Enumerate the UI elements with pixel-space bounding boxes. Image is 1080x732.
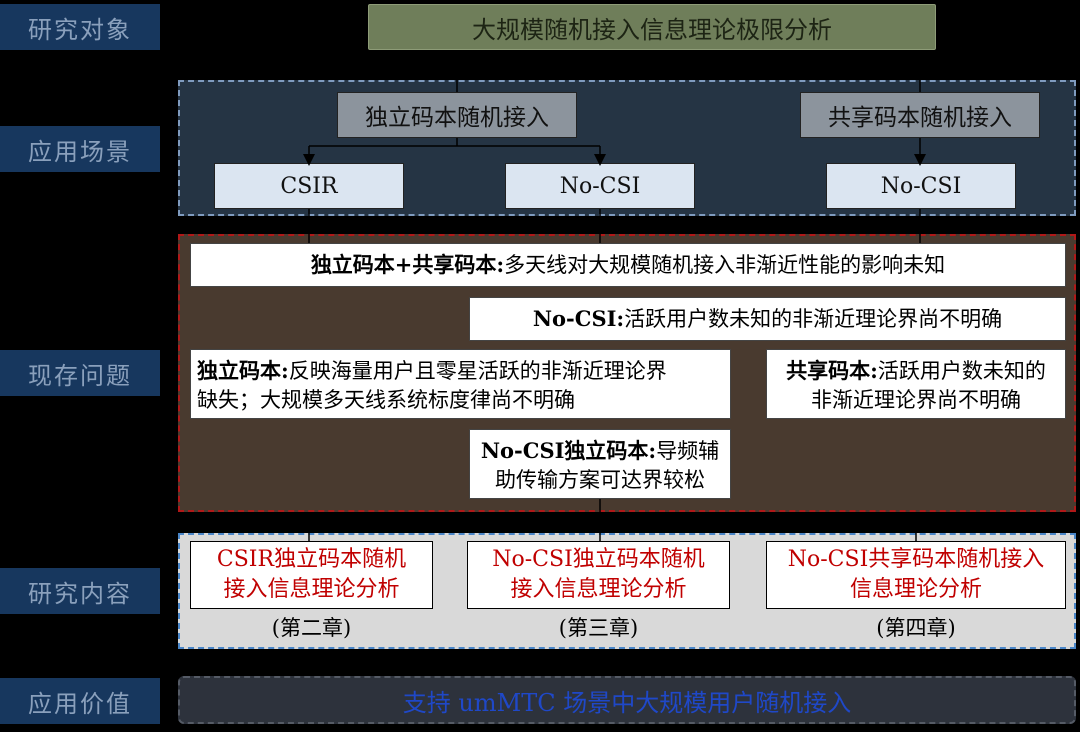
chapter-4-label: (第四章) — [876, 616, 956, 640]
content-1-line2: 接入信息理论分析 — [223, 577, 400, 602]
side-label-research-object: 研究对象 — [0, 4, 160, 50]
problem-5-text-line1: 导频辅 — [656, 439, 720, 463]
nocsi-shared-box: No-CSI — [826, 163, 1016, 209]
problem-2-heading: No-CSI: — [532, 306, 625, 331]
problem-box-shared: 共享码本:活跃用户数未知的 非渐近理论界尚不明确 — [766, 349, 1066, 419]
shared-codebook-box: 共享码本随机接入 — [800, 92, 1040, 138]
content-2-line1: No-CSI独立码本随机 — [492, 547, 705, 572]
content-2-line2: 接入信息理论分析 — [510, 577, 687, 602]
content-3-line1: No-CSI共享码本随机接入 — [787, 547, 1045, 572]
content-box-chapter-3: No-CSI独立码本随机接入信息理论分析 — [467, 541, 730, 609]
content-1-line1: CSIR独立码本随机 — [216, 547, 407, 572]
chapter-3-label: (第三章) — [558, 616, 639, 640]
side-label-research-content: 研究内容 — [0, 568, 160, 614]
independent-codebook-box: 独立码本随机接入 — [337, 92, 577, 138]
chapter-2-label: (第二章) — [271, 616, 352, 640]
problem-4-text-line1: 活跃用户数未知的 — [877, 359, 1046, 383]
problem-1-text: 多天线对大规模随机接入非渐近性能的影响未知 — [504, 253, 946, 277]
problem-box-common: 独立码本+共享码本:多天线对大规模随机接入非渐近性能的影响未知 — [190, 243, 1066, 287]
side-label-existing-problems: 现存问题 — [0, 350, 160, 396]
problem-box-nocsi-independent: No-CSI独立码本:导频辅 助传输方案可达界较松 — [469, 429, 731, 499]
problem-5-heading: No-CSI独立码本: — [480, 438, 657, 463]
problem-2-text: 活跃用户数未知的非渐近理论界尚不明确 — [624, 307, 1003, 331]
problem-3-text-line2: 缺失；大规模多天线系统标度律尚不明确 — [197, 388, 575, 412]
problem-3-heading: 独立码本: — [197, 358, 289, 383]
problem-4-heading: 共享码本: — [786, 358, 878, 383]
research-object-title: 大规模随机接入信息理论极限分析 — [368, 4, 936, 50]
side-label-application-scenario: 应用场景 — [0, 126, 160, 172]
nocsi-independent-box: No-CSI — [505, 163, 695, 209]
side-label-application-value: 应用价值 — [0, 678, 160, 724]
application-value-bar: 支持 umMTC 场景中大规模用户随机接入 — [178, 676, 1076, 724]
problem-5-text-line2: 助传输方案可达界较松 — [495, 468, 705, 492]
problem-3-text-line1: 反映海量用户且零星活跃的非渐近理论界 — [288, 359, 667, 383]
problem-box-nocsi: No-CSI:活跃用户数未知的非渐近理论界尚不明确 — [469, 297, 1066, 341]
problem-box-independent: 独立码本:反映海量用户且零星活跃的非渐近理论界 缺失；大规模多天线系统标度律尚不… — [190, 349, 731, 419]
content-3-line2: 信息理论分析 — [849, 577, 982, 602]
content-box-chapter-4: No-CSI共享码本随机接入信息理论分析 — [766, 541, 1066, 609]
problem-4-text-line2: 非渐近理论界尚不明确 — [811, 388, 1021, 412]
csir-box: CSIR — [214, 163, 404, 209]
content-box-chapter-2: CSIR独立码本随机接入信息理论分析 — [190, 541, 433, 609]
problem-1-heading: 独立码本+共享码本: — [310, 252, 505, 277]
